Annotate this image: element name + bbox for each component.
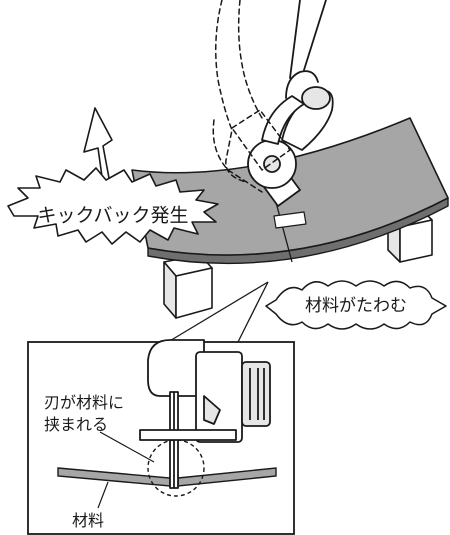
kickback-ghost-outline [212, 0, 263, 193]
kickback-burst [7, 167, 219, 245]
circular-saw [212, 0, 334, 207]
blade-pinched-label-line1: 刃が材料に [44, 393, 124, 412]
detail-inset: 刃が材料に 挟まれる 材料 [27, 339, 295, 535]
support-block-left [163, 254, 213, 319]
cut-slot [273, 211, 307, 229]
detail-saw [139, 339, 271, 489]
operator-arm-outline [289, 0, 327, 79]
material-leader [97, 481, 109, 509]
saw-motor-cap [301, 86, 331, 110]
pinch-leader [99, 431, 155, 463]
kickback-ghost-base [231, 109, 291, 171]
pinch-highlight-circle [147, 439, 205, 497]
blade-pinched-label-line2: 挟まれる [44, 415, 108, 434]
operator-hand [285, 70, 319, 99]
kickback-label: キックバック発生 [37, 205, 188, 227]
zoom-lines [167, 281, 269, 343]
material-bends-label: 材料がたわむ [305, 296, 407, 316]
material-bends-bubble [265, 280, 447, 330]
saw-blade-hub [263, 155, 281, 173]
material-label: 材料 [72, 511, 104, 530]
